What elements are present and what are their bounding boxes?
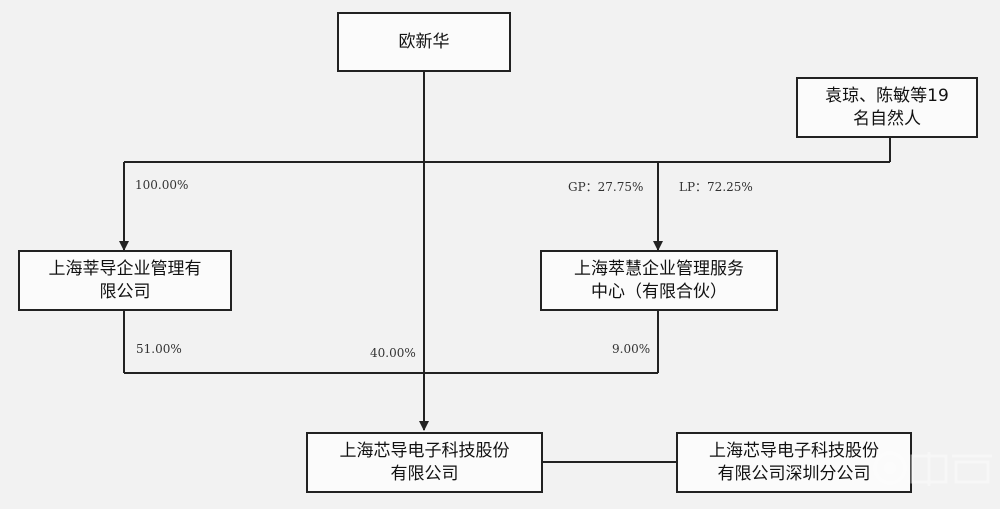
node-xindao-management-line2: 限公司: [99, 281, 151, 302]
node-shenzhen-branch: 上海芯导电子科技股份 有限公司深圳分公司: [676, 432, 912, 493]
label-lp-share: LP：72.25%: [679, 180, 753, 194]
node-cuihui-center-line2: 中心（有限合伙）: [591, 281, 727, 302]
node-natural-persons: 袁琼、陈敏等19 名自然人: [796, 77, 978, 138]
node-xindao-management: 上海莘导企业管理有 限公司: [18, 250, 232, 311]
label-ou-to-tech: 40.00%: [370, 346, 416, 360]
node-cuihui-center-line1: 上海萃慧企业管理服务: [574, 258, 744, 279]
node-ou-xinhua-line1: 欧新华: [398, 31, 450, 52]
label-center-to-tech: 9.00%: [612, 342, 651, 356]
label-mgmt-to-tech: 51.00%: [136, 342, 182, 356]
node-natural-persons-line1: 袁琼、陈敏等19: [825, 85, 949, 106]
node-xindao-tech: 上海芯导电子科技股份 有限公司: [306, 432, 543, 493]
node-shenzhen-branch-line2: 有限公司深圳分公司: [717, 463, 871, 484]
node-xindao-management-line1: 上海莘导企业管理有: [48, 258, 202, 279]
label-gp-share: GP：27.75%: [568, 180, 644, 194]
node-shenzhen-branch-line1: 上海芯导电子科技股份: [709, 440, 879, 461]
node-xindao-tech-line2: 有限公司: [390, 463, 459, 484]
node-cuihui-center: 上海萃慧企业管理服务 中心（有限合伙）: [540, 250, 778, 311]
node-ou-xinhua: 欧新华: [337, 12, 511, 72]
node-xindao-tech-line1: 上海芯导电子科技股份: [339, 440, 510, 461]
node-natural-persons-line2: 名自然人: [853, 108, 921, 129]
label-ou-to-mgmt: 100.00%: [135, 178, 189, 192]
